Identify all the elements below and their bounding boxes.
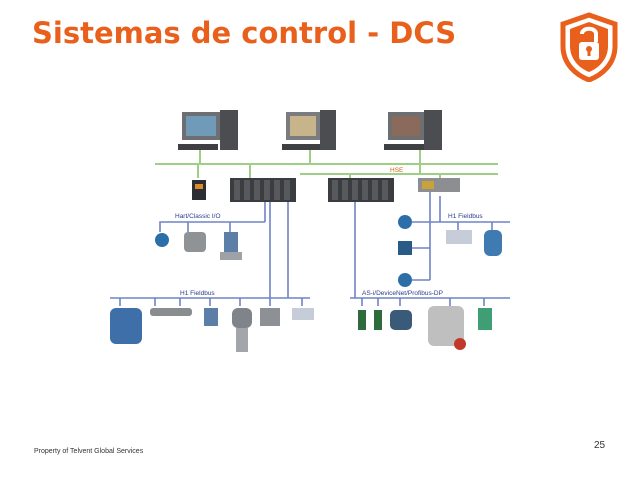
label-hse: HSE	[390, 167, 404, 174]
linking-device	[418, 178, 460, 192]
dcs-network-diagram: HSE Hart/Classic I/O H1 Fieldbus H1 Fiel…	[110, 110, 510, 352]
page-number: 25	[594, 440, 606, 451]
asi-devices	[358, 306, 492, 350]
fieldbus-lines	[110, 192, 510, 306]
workstation-left	[178, 110, 238, 150]
small-module	[192, 180, 206, 200]
page-title: Sistemas de control - DCS	[32, 16, 457, 50]
label-h1-fieldbus-right: H1 Fieldbus	[448, 213, 483, 220]
workstation-right	[384, 110, 442, 150]
controller-rack-right	[328, 178, 394, 202]
hart-devices	[155, 232, 242, 260]
workstation-center	[282, 110, 336, 150]
label-asi-devicenet-profibus: AS-i/DeviceNet/Profibus-DP	[362, 290, 443, 297]
h1-left-devices	[110, 308, 314, 352]
shield-lock-logo-icon	[560, 12, 618, 82]
hse-network	[155, 150, 498, 178]
footer-text: Property of Telvent Global Services	[34, 448, 144, 455]
h1-right-devices	[398, 215, 502, 287]
controller-rack-left	[230, 178, 296, 202]
label-hart-classic-io: Hart/Classic I/O	[175, 213, 221, 220]
label-h1-fieldbus-left: H1 Fieldbus	[180, 290, 215, 297]
